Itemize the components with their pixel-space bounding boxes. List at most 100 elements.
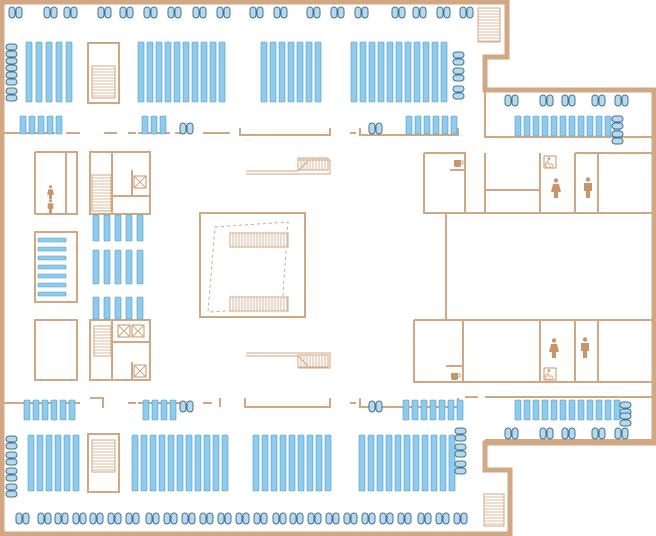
bookshelf-icon (604, 399, 612, 421)
seat-pair-icon (273, 6, 288, 19)
seat-pair-icon (63, 6, 78, 19)
bookshelf-icon (131, 434, 139, 492)
bookshelf-icon (46, 115, 54, 135)
bookshelf-icon (252, 434, 260, 492)
bookshelf-icon (68, 399, 76, 421)
bookshelf-icon (541, 399, 549, 421)
bookshelf-icon (394, 434, 402, 492)
bookshelf-icon (176, 434, 184, 492)
bookshelf-icon (421, 434, 429, 492)
bookshelf-icon (160, 399, 168, 421)
bookshelf-icon (324, 434, 332, 492)
bookshelf-icon (59, 399, 67, 421)
bookshelf-icon (37, 115, 45, 135)
seat-pair-icon (5, 435, 18, 450)
bookshelf-icon (413, 41, 421, 103)
bookshelf-icon (441, 115, 449, 135)
staircase-icon (477, 7, 501, 43)
bookshelf-icon (103, 296, 111, 320)
seat-pair-icon (5, 57, 18, 72)
female-restroom-icon (47, 185, 54, 199)
bookshelf-icon (314, 41, 322, 103)
bookshelf-icon (19, 115, 27, 135)
bookshelf-icon (182, 41, 190, 103)
bookshelf-icon (595, 399, 603, 421)
seat-pair-icon (37, 512, 52, 525)
seat-pair-icon (235, 512, 250, 525)
bookshelf-icon (287, 41, 295, 103)
bookshelf-icon (296, 41, 304, 103)
male-restroom-icon (581, 337, 589, 358)
bookshelf-icon (114, 214, 122, 242)
bookshelf-icon (209, 41, 217, 103)
bookshelf-icon (45, 41, 53, 103)
seat-pair-icon (181, 512, 196, 525)
bookshelf-icon (438, 399, 446, 421)
seat-pair-icon (539, 427, 554, 440)
bookshelf-icon (586, 399, 594, 421)
seat-pair-icon (417, 512, 432, 525)
bookshelf-icon (278, 41, 286, 103)
bookshelf-icon (37, 273, 67, 279)
male-restroom-icon (47, 199, 54, 214)
bookshelf-icon (367, 434, 375, 492)
bookshelves-group (19, 41, 621, 492)
seat-pair-icon (97, 6, 112, 19)
seat-pair-icon (619, 412, 632, 427)
bookshelf-icon (269, 41, 277, 103)
seat-pair-icon (454, 460, 467, 475)
bookshelf-icon (55, 115, 63, 135)
bookshelf-icon (432, 115, 440, 135)
bookshelf-icon (37, 264, 67, 270)
bookshelf-icon (146, 41, 154, 103)
bookshelf-icon (37, 282, 67, 288)
bookshelf-icon (218, 41, 226, 103)
bookshelf-icon (305, 41, 313, 103)
seat-pair-icon (611, 130, 624, 145)
seat-pair-icon (307, 512, 322, 525)
seat-pair-icon (216, 6, 231, 19)
bookshelf-icon (568, 115, 576, 137)
bookshelf-icon (440, 41, 448, 103)
seat-pair-icon (539, 94, 554, 107)
seat-pair-icon (272, 512, 287, 525)
seat-pair-icon (325, 512, 340, 525)
bookshelf-icon (28, 115, 36, 135)
seat-pair-icon (145, 512, 160, 525)
bookshelf-icon (523, 115, 531, 137)
bookshelf-icon (23, 399, 31, 421)
staircase-icon (93, 325, 112, 357)
seat-pair-icon (217, 512, 232, 525)
bookshelf-icon (37, 255, 67, 261)
seat-pair-icon (412, 6, 427, 19)
bookshelf-icon (37, 237, 67, 243)
cafe-icon (451, 373, 461, 380)
seat-pair-icon (591, 427, 606, 440)
seat-pair-icon (379, 512, 394, 525)
seat-pair-icon (614, 427, 629, 440)
seat-pair-icon (167, 6, 182, 19)
bookshelf-icon (577, 115, 585, 137)
bookshelf-icon (523, 399, 531, 421)
seat-pair-icon (452, 67, 465, 82)
bookshelf-icon (297, 434, 305, 492)
seat-pair-icon (453, 512, 468, 525)
bookshelf-icon (550, 399, 558, 421)
bookshelf-icon (55, 41, 63, 103)
bookshelf-icon (315, 434, 323, 492)
seat-pair-icon (5, 467, 18, 482)
seat-pair-icon (561, 94, 576, 107)
seat-pair-icon (591, 94, 606, 107)
staircase-icon (229, 232, 289, 248)
bookshelf-icon (141, 115, 149, 135)
bookshelf-icon (559, 399, 567, 421)
bookshelf-icon (173, 41, 181, 103)
bookshelf-icon (613, 399, 621, 421)
bookshelf-icon (167, 434, 175, 492)
seat-pair-icon (452, 51, 465, 66)
elevator-icon (117, 175, 147, 378)
bookshelf-icon (212, 434, 220, 492)
staircase-icon (91, 174, 112, 212)
seat-pair-icon (368, 122, 383, 135)
